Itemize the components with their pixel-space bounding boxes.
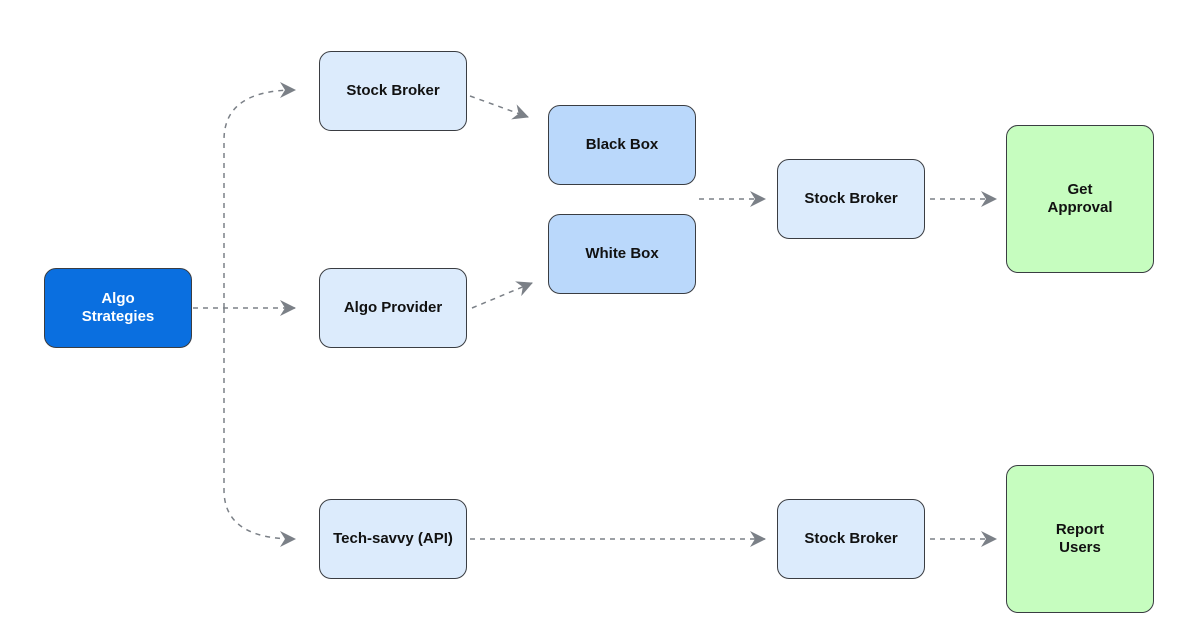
connector-algo-to-tech-savvy — [223, 308, 296, 547]
connector-algo-to-stock-broker-top — [223, 82, 296, 308]
node-algo-provider[interactable]: Algo Provider — [319, 268, 467, 348]
node-stock-broker-mid[interactable]: Stock Broker — [777, 159, 925, 239]
node-stock-broker-bottom[interactable]: Stock Broker — [777, 499, 925, 579]
node-algo-strategies[interactable]: Algo Strategies — [44, 268, 192, 348]
node-get-approval[interactable]: Get Approval — [1006, 125, 1154, 273]
node-white-box[interactable]: White Box — [548, 214, 696, 294]
connector-stock-broker-to-black-box — [469, 95, 529, 120]
connector-algo-provider-to-white-box — [471, 281, 533, 309]
node-report-users[interactable]: Report Users — [1006, 465, 1154, 613]
node-black-box[interactable]: Black Box — [548, 105, 696, 185]
node-tech-savvy-api[interactable]: Tech-savvy (API) — [319, 499, 467, 579]
node-stock-broker-top[interactable]: Stock Broker — [319, 51, 467, 131]
